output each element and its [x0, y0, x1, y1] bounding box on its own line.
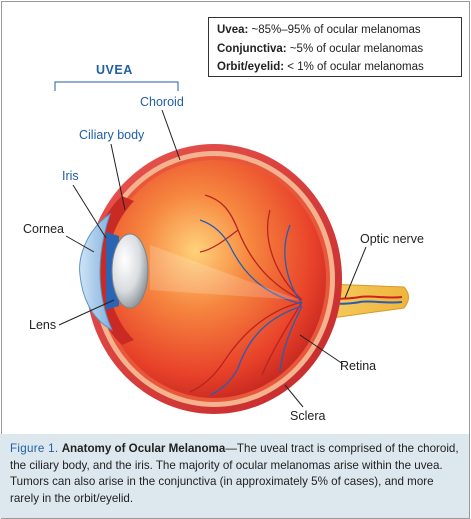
label-optic-nerve: Optic nerve — [360, 232, 424, 246]
label-sclera: Sclera — [290, 409, 325, 423]
legend-text: < 1% of ocular melanomas — [284, 61, 424, 73]
legend-term: Conjunctiva: — [217, 42, 287, 55]
light-beam — [150, 245, 300, 300]
legend-term: Orbit/eyelid: — [217, 61, 285, 73]
label-lens: Lens — [29, 318, 56, 332]
label-iris: Iris — [62, 169, 79, 183]
legend-row-conjunctiva: Conjunctiva: ~5% of ocular melanomas — [217, 40, 461, 59]
sclera-layer — [86, 144, 342, 414]
label-ciliary-body: Ciliary body — [79, 128, 145, 142]
uvea-bracket — [54, 81, 179, 91]
label-retina: Retina — [340, 359, 376, 373]
legend-row-orbit: Orbit/eyelid: < 1% of ocular melanomas — [217, 58, 461, 77]
legend-text: ~85%–95% of ocular melanomas — [248, 24, 421, 36]
retinal-vessels — [189, 194, 303, 396]
leader-lines — [58, 109, 367, 408]
legend-text: ~5% of ocular melanomas — [286, 42, 424, 55]
legend-term: Uvea: — [217, 24, 249, 36]
label-choroid: Choroid — [140, 95, 184, 109]
uvea-heading: UVEA — [96, 63, 133, 77]
figure-title: Anatomy of Ocular Melanoma — [61, 442, 226, 455]
figure-caption: Figure 1. Anatomy of Ocular Melanoma—The… — [0, 434, 469, 518]
label-cornea: Cornea — [23, 222, 64, 236]
figure-number: Figure 1. — [10, 442, 59, 455]
uvea-legend-box: Uvea: ~85%–95% of ocular melanomas Conju… — [208, 17, 462, 77]
eye-anatomy-illustration: UVEA Choroid Ciliary body Iris Cornea Le… — [23, 63, 424, 423]
legend-row-uvea: Uvea: ~85%–95% of ocular melanomas — [217, 21, 461, 40]
caption-body: —The uveal tract is comprised of the cho… — [10, 442, 459, 505]
